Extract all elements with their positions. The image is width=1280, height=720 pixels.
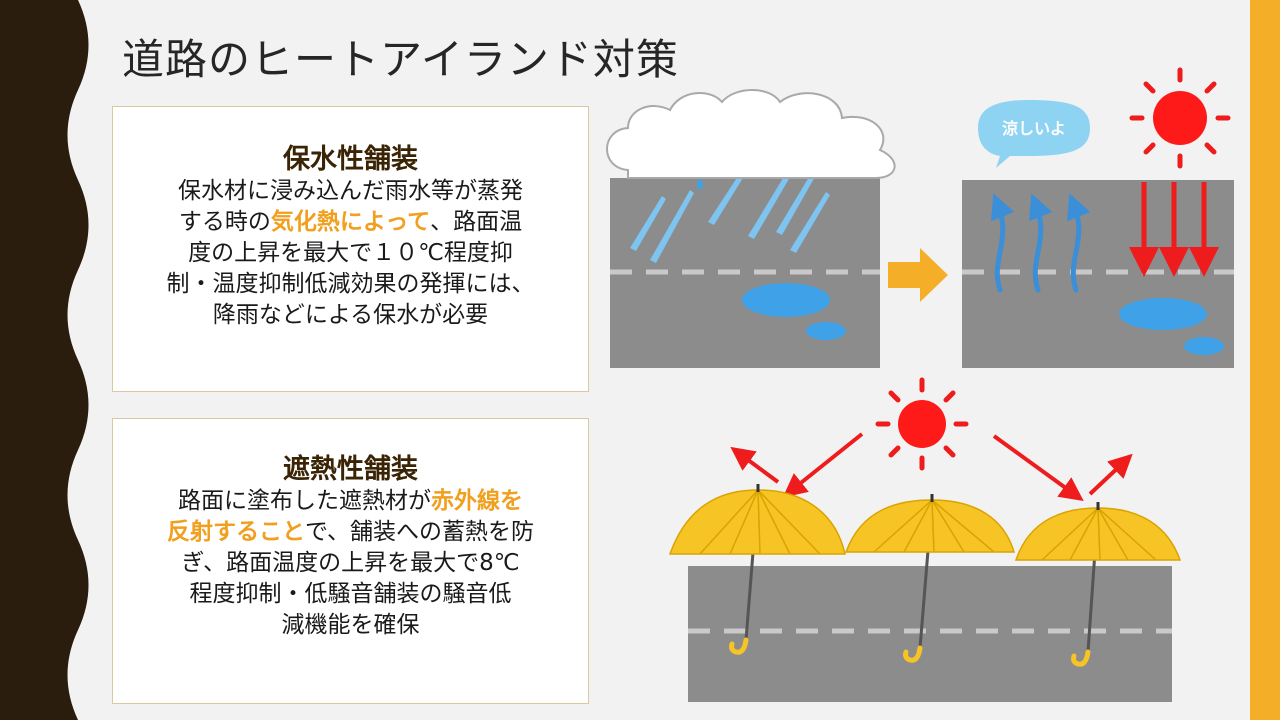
slide-title: 道路のヒートアイランド対策	[122, 35, 679, 84]
box2-line1-pre: 路面に塗布した遮熱材が	[178, 488, 431, 514]
box1-line1: 保水材に浸み込んだ雨水等が蒸発	[178, 178, 523, 204]
box1-line3: 度の上昇を最大で１０℃程度抑	[188, 240, 513, 266]
box1-heading: 保水性舗装	[283, 144, 418, 175]
sun-icon	[1129, 67, 1231, 169]
box2-line3: ぎ、路面温度の上昇を最大で8℃	[181, 550, 520, 576]
cooling-road-illustration: 涼しいよ	[962, 67, 1234, 368]
box2-text: 路面に塗布した遮熱材が赤外線を 反射することで、舗装への蓄熱を防 ぎ、路面温度の…	[113, 486, 588, 641]
box2-heading: 遮熱性舗装	[283, 454, 418, 485]
decorative-left-band	[0, 0, 89, 720]
heat-shield-road-illustration	[668, 377, 1182, 702]
umbrella-icon	[1014, 502, 1182, 667]
box1-line2-pre: する時の	[178, 209, 271, 235]
box2-highlight-2: 反射すること	[166, 519, 305, 545]
box2-highlight-1: 赤外線を	[431, 488, 523, 514]
box2-line4: 程度抑制・低騒音舗装の騒音低	[189, 581, 512, 607]
box2-line2-post: で、舗装への蓄熱を防	[304, 519, 535, 545]
box1-text: 保水材に浸み込んだ雨水等が蒸発 する時の気化熱によって、路面温 度の上昇を最大で…	[113, 176, 588, 331]
cloud-icon	[606, 89, 896, 179]
box1-line5: 降雨などによる保水が必要	[212, 302, 489, 328]
umbrella-icon	[844, 494, 1016, 663]
box2-line5: 減機能を確保	[281, 612, 420, 638]
speech-bubble: 涼しいよ	[978, 100, 1090, 168]
speech-bubble-text: 涼しいよ	[1002, 119, 1066, 138]
box1-highlight: 気化熱によって	[270, 209, 431, 235]
heat-shield-pavement-box: 遮熱性舗装 路面に塗布した遮熱材が赤外線を 反射することで、舗装への蓄熱を防 ぎ…	[112, 418, 589, 704]
accent-right-band	[1250, 0, 1280, 720]
transition-arrow-icon	[888, 248, 948, 302]
umbrella-icon	[668, 484, 846, 655]
sun-icon	[875, 377, 969, 471]
box1-line2-post: 、路面温	[430, 209, 523, 235]
rainy-road-illustration	[606, 89, 896, 368]
box1-line4: 制・温度抑制低減効果の発揮には、	[166, 271, 535, 297]
water-retentive-pavement-box: 保水性舗装 保水材に浸み込んだ雨水等が蒸発 する時の気化熱によって、路面温 度の…	[112, 106, 589, 392]
